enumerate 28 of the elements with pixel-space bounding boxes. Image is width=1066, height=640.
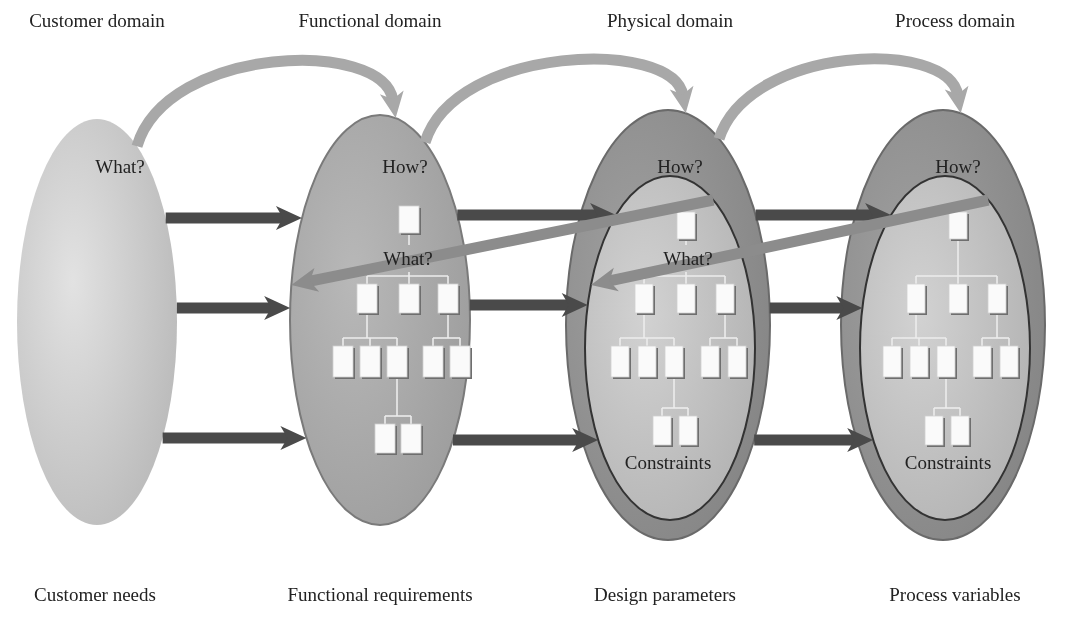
caption-label: Process variables <box>889 584 1021 606</box>
arrow <box>176 296 291 320</box>
arrow <box>420 53 691 145</box>
arrow <box>132 54 401 149</box>
arrow <box>769 296 863 320</box>
domain-heading: Functional domain <box>298 10 442 32</box>
ellipse-label: Constraints <box>904 452 992 474</box>
arrow <box>452 428 599 452</box>
domain-heading: Process domain <box>895 10 1015 32</box>
arrow <box>754 428 874 452</box>
domain-heading: Customer domain <box>29 10 165 32</box>
caption-label: Design parameters <box>594 584 736 606</box>
arrow <box>469 293 588 317</box>
caption-label: Customer needs <box>34 584 156 606</box>
caption-label: Functional requirements <box>287 584 473 606</box>
arrow <box>162 426 307 450</box>
ellipse-label: What? <box>383 248 433 270</box>
ellipse-label: What? <box>95 156 145 178</box>
ellipse-label: How? <box>382 156 428 178</box>
arrow <box>714 53 966 142</box>
arrow <box>165 206 302 230</box>
ellipse-label: What? <box>663 248 713 270</box>
ellipse-label: How? <box>657 156 703 178</box>
domain-heading: Physical domain <box>606 10 734 32</box>
arrow <box>590 194 990 292</box>
ellipse-label: How? <box>935 156 981 178</box>
ellipse-label: Constraints <box>624 452 712 474</box>
arrow <box>291 194 715 292</box>
